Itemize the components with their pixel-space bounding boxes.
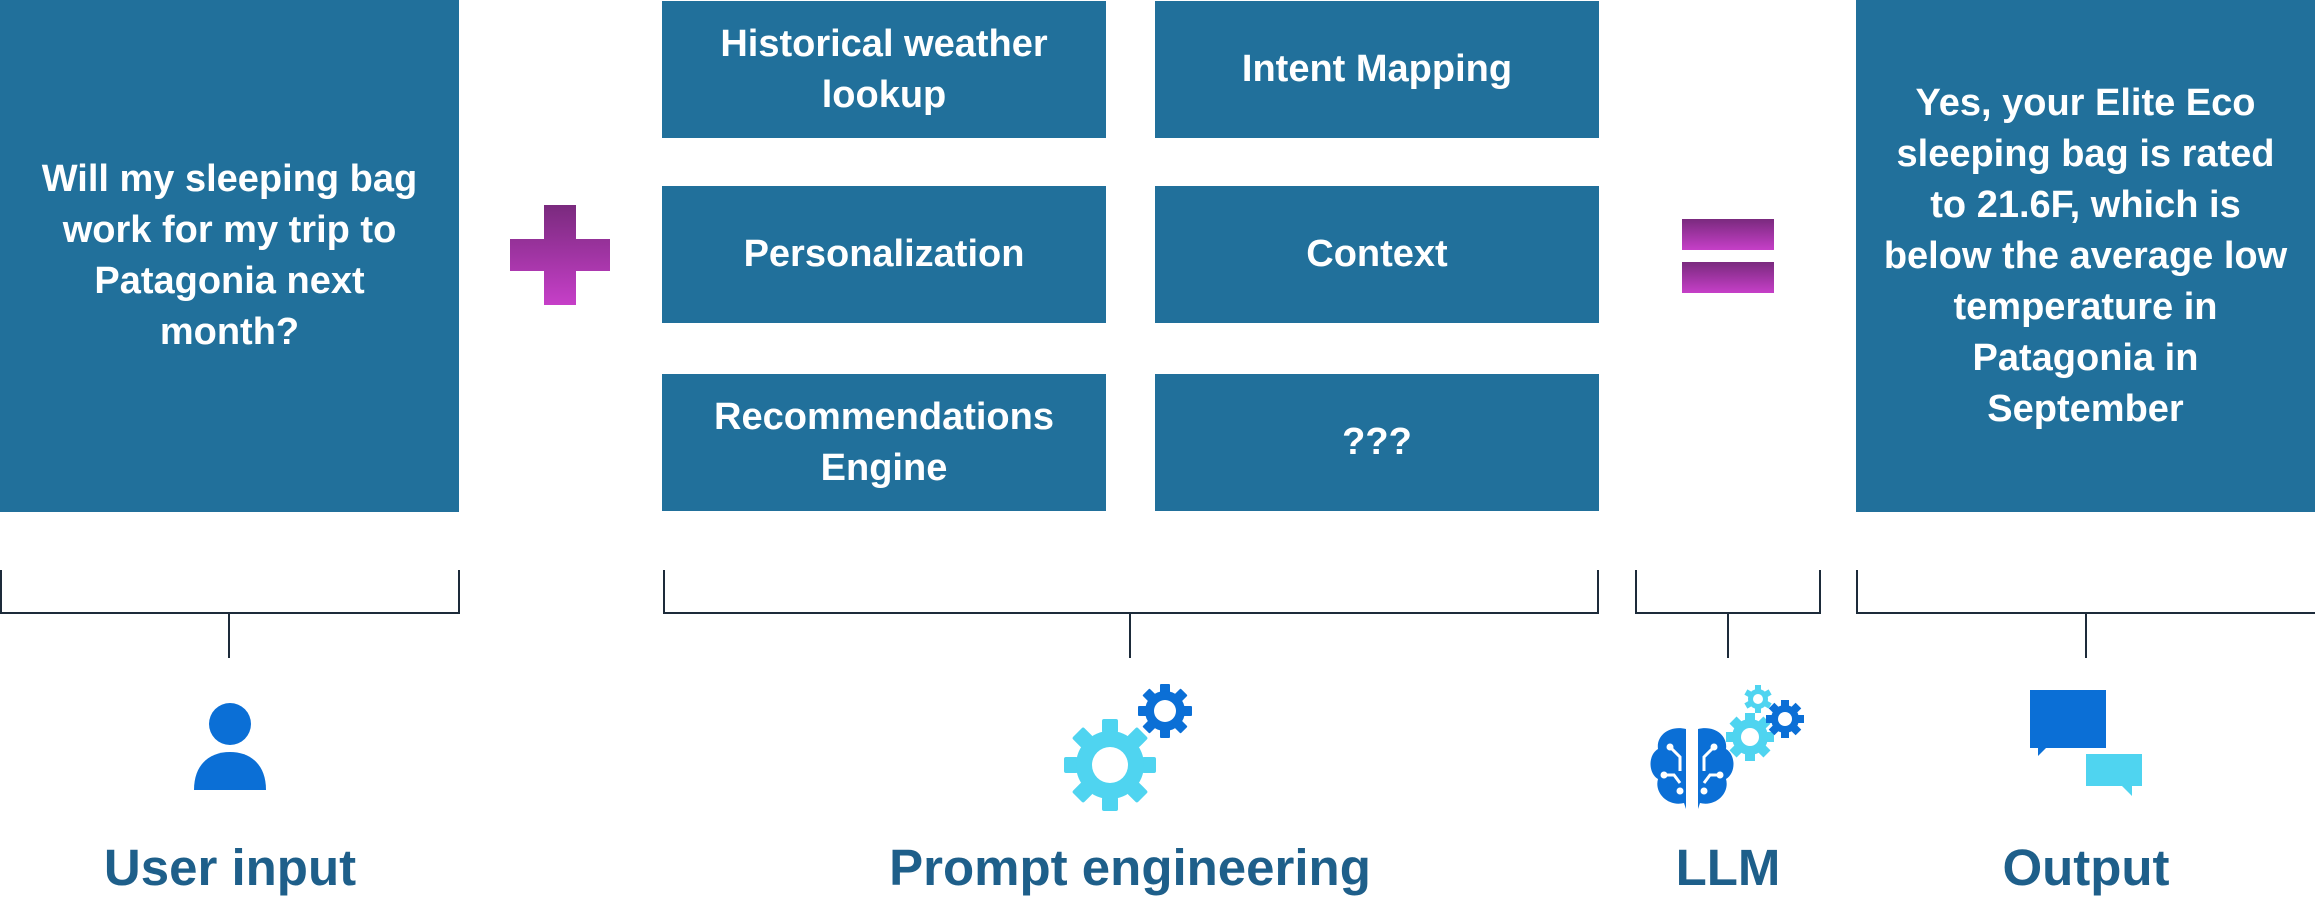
prompt-engineering-bracket bbox=[663, 570, 1599, 614]
component-context: Context bbox=[1155, 186, 1599, 323]
equals-icon bbox=[1682, 219, 1774, 293]
llm-bracket bbox=[1635, 570, 1821, 614]
user-input-box: Will my sleeping bag work for my trip to… bbox=[0, 0, 459, 512]
user-question-text: Will my sleeping bag work for my trip to… bbox=[41, 158, 418, 353]
user-input-bracket bbox=[0, 570, 460, 614]
chat-bubbles-icon bbox=[2030, 690, 2142, 796]
prompt-engineering-bracket-stem bbox=[1129, 613, 1131, 658]
gears-icon bbox=[1064, 684, 1192, 811]
component-recommendations-engine: Recommendations Engine bbox=[662, 374, 1106, 511]
output-label: Output bbox=[2002, 839, 2170, 896]
prompt-engineering-label: Prompt engineering bbox=[889, 839, 1371, 896]
brain-gears-icon bbox=[1650, 685, 1804, 809]
component-unknown: ??? bbox=[1155, 374, 1599, 511]
output-answer-text: Yes, your Elite Eco sleeping bag is rate… bbox=[1883, 81, 2288, 430]
output-box: Yes, your Elite Eco sleeping bag is rate… bbox=[1856, 0, 2315, 512]
llm-bracket-stem bbox=[1727, 613, 1729, 658]
person-icon bbox=[194, 703, 266, 790]
component-intent-mapping: Intent Mapping bbox=[1155, 1, 1599, 138]
llm-label: LLM bbox=[1675, 839, 1781, 896]
component-historical-weather-lookup: Historical weather lookup bbox=[662, 1, 1106, 138]
output-bracket-stem bbox=[2085, 613, 2087, 658]
user-input-bracket-stem bbox=[228, 613, 230, 658]
output-bracket bbox=[1856, 570, 2315, 614]
component-personalization: Personalization bbox=[662, 186, 1106, 323]
plus-icon bbox=[510, 205, 610, 305]
user-input-label: User input bbox=[103, 839, 357, 896]
